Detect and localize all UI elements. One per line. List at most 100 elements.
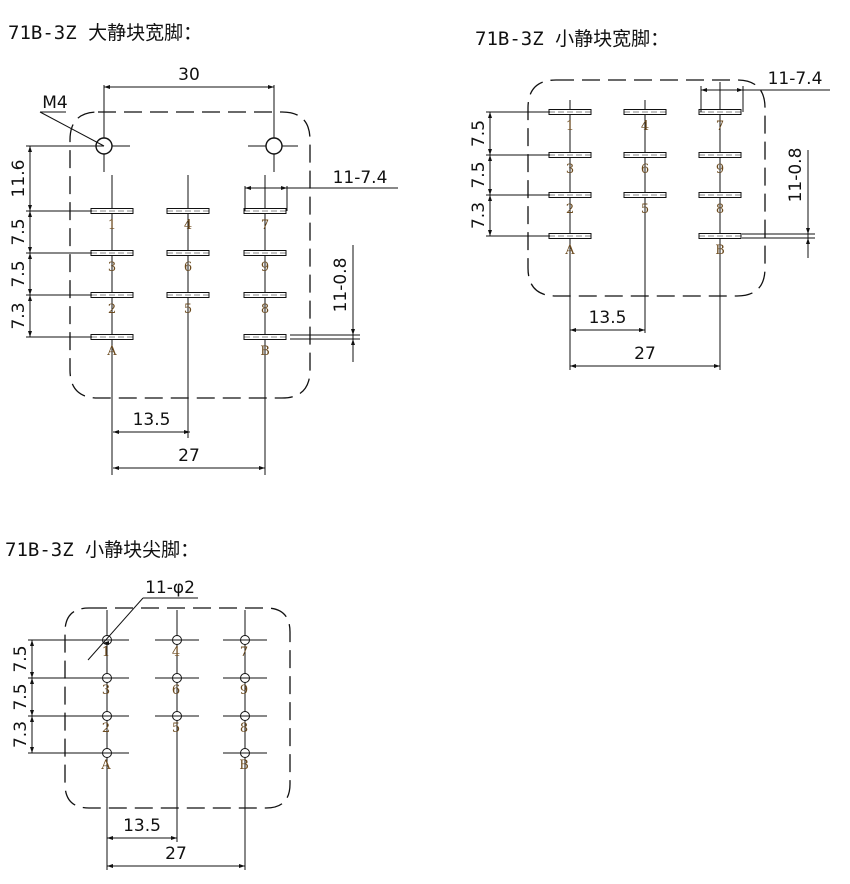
drawing-2-vdim-label: 7.3 [469, 202, 489, 229]
dimension-arrow [107, 864, 113, 868]
pin-label-8: 8 [240, 721, 248, 736]
pin-label-A: A [564, 243, 575, 258]
mount-hole-2 [265, 137, 283, 155]
pin-label-4: 4 [172, 645, 180, 660]
drawing-1-span-dim-label: 27 [178, 446, 200, 466]
drawing-1-slot-width-label: 11-7.4 [333, 168, 388, 188]
drawing-2-title: 71B-3Z 小静块宽脚： [475, 28, 670, 50]
drawing-1-vdim-label: 7.3 [9, 302, 29, 329]
dimension-arrow [806, 238, 810, 244]
dimension-arrow [113, 466, 119, 470]
dimension-arrow [30, 678, 34, 684]
pin-label-5: 5 [184, 302, 192, 317]
drawing-1-vdim-label: 7.5 [9, 260, 29, 287]
drawing-1-vdim-label: 7.5 [9, 218, 29, 245]
dimension-arrow [245, 186, 251, 190]
dimension-arrow [30, 747, 34, 753]
dimension-arrow [171, 836, 177, 840]
dimension-arrow [351, 329, 355, 335]
dimension-arrow [30, 672, 34, 678]
pin-label-B: B [239, 758, 249, 773]
dimension-arrow [488, 155, 492, 161]
drawing-1-width-dim-label: 30 [178, 65, 200, 85]
pin-label-1: 1 [102, 645, 110, 660]
pin-label-4: 4 [184, 218, 192, 233]
dimension-arrow [351, 339, 355, 345]
dimension-arrow [806, 228, 810, 234]
drawing-1-vdim-label: 11.6 [9, 160, 29, 198]
drawing-2-vdim-label: 7.5 [469, 120, 489, 147]
drawing-2-vdim-label: 7.5 [469, 161, 489, 188]
dimension-arrow [714, 364, 720, 368]
pin-label-7: 7 [261, 218, 269, 233]
dimension-arrow [701, 88, 707, 92]
drawing-3-col-dim-label: 13.5 [123, 816, 161, 836]
dimension-arrow [639, 328, 645, 332]
pin-label-9: 9 [261, 260, 269, 275]
dimension-arrow [30, 710, 34, 716]
pin-label-B: B [715, 243, 725, 258]
dimension-arrow [113, 430, 119, 434]
drawing-3-vdim-label: 7.5 [11, 645, 31, 672]
pin-label-3: 3 [566, 162, 574, 177]
dimension-arrow [488, 189, 492, 195]
dimension-arrow [737, 88, 743, 92]
pin-label-6: 6 [641, 162, 649, 177]
pin-label-4: 4 [641, 119, 649, 134]
pin-label-1: 1 [566, 119, 574, 134]
m4-label: M4 [42, 93, 67, 113]
pin-label-3: 3 [102, 683, 110, 698]
drawing-3-outline [64, 607, 291, 809]
drawing-2-col-dim-label: 13.5 [589, 308, 627, 328]
dimension-arrow [107, 836, 113, 840]
drawing-2-span-dim-label: 27 [634, 344, 656, 364]
dimension-arrow [488, 230, 492, 236]
pin-label-6: 6 [172, 683, 180, 698]
dimension-arrow [30, 716, 34, 722]
dimension-arrow [488, 149, 492, 155]
drawing-1-outline [69, 111, 311, 399]
dimension-arrow [488, 112, 492, 118]
pin-label-A: A [100, 758, 111, 773]
pin-label-6: 6 [184, 260, 192, 275]
dimension-arrow [103, 641, 109, 645]
pin-label-7: 7 [716, 119, 724, 134]
pin-label-B: B [260, 344, 270, 359]
pin-label-3: 3 [108, 260, 116, 275]
dimension-arrow [28, 253, 32, 259]
dimension-arrow [184, 430, 190, 434]
m4-leader [39, 111, 105, 147]
pin-label-5: 5 [641, 202, 649, 217]
pin-label-1: 1 [108, 218, 116, 233]
pin-label-8: 8 [261, 302, 269, 317]
dimension-arrow [239, 864, 245, 868]
dimension-arrow [570, 364, 576, 368]
pin-label-7: 7 [240, 645, 248, 660]
dimension-arrow [30, 640, 34, 646]
dimension-arrow [28, 295, 32, 301]
pin-label-9: 9 [240, 683, 248, 698]
drawing-2-slot-width-label: 11-7.4 [768, 69, 823, 89]
pin-label-2: 2 [102, 721, 110, 736]
dimension-arrow [28, 289, 32, 295]
dimension-arrow [28, 205, 32, 211]
dimension-arrow [259, 466, 265, 470]
dimension-arrow [104, 85, 110, 89]
pin-label-9: 9 [716, 162, 724, 177]
drawing-2-slot-thickness-label: 11-0.8 [786, 148, 806, 203]
dimension-arrow [268, 85, 274, 89]
pin-label-2: 2 [108, 302, 116, 317]
dimension-arrow [28, 211, 32, 217]
dimension-arrow [488, 195, 492, 201]
pin-label-8: 8 [716, 202, 724, 217]
drawing-3-hole-label: 11-φ2 [145, 578, 195, 598]
pin-label-A: A [106, 344, 117, 359]
pin-label-5: 5 [172, 721, 180, 736]
dimension-arrow [28, 146, 32, 152]
dimension-arrow [570, 328, 576, 332]
dimension-arrow [28, 247, 32, 253]
drawing-3-title: 71B-3Z 小静块尖脚： [5, 539, 200, 561]
drawing-2-outline [527, 79, 766, 297]
dimension-arrow [28, 331, 32, 337]
